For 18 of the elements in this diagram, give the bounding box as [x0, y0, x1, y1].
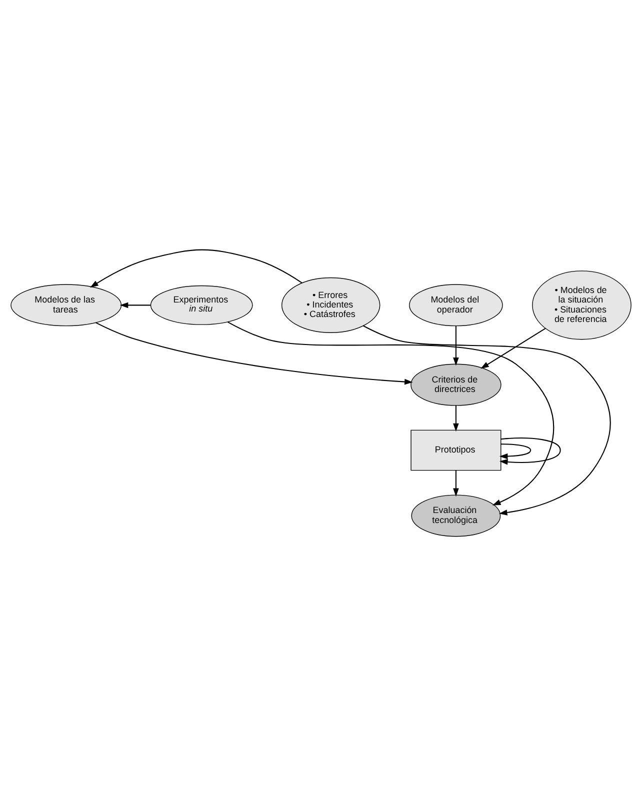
- arrow: [96, 322, 413, 384]
- node-ellipse: Experimentos in situ: [150, 284, 253, 324]
- arrow: [480, 328, 546, 368]
- arrow: [228, 321, 554, 505]
- node-ellipse: Modelos de las tareas: [10, 284, 122, 326]
- arrow: [120, 302, 151, 308]
- arrow: [499, 437, 561, 464]
- node-ellipse: • Errores • Incidentes • Catástrofes: [281, 276, 380, 332]
- node-box: Prototipos: [410, 429, 502, 470]
- node-ellipse: Modelos del operador: [409, 284, 503, 326]
- arrow: [453, 404, 459, 432]
- arrow: [453, 325, 459, 366]
- arrow: [362, 324, 611, 515]
- arrow: [90, 248, 302, 288]
- arrow: [499, 443, 532, 459]
- arrow: [453, 470, 459, 496]
- node-ellipse: Criterios de directrices: [410, 363, 502, 406]
- node-ellipse: • Modelos de la situación • Situaciones de referencia: [532, 270, 632, 340]
